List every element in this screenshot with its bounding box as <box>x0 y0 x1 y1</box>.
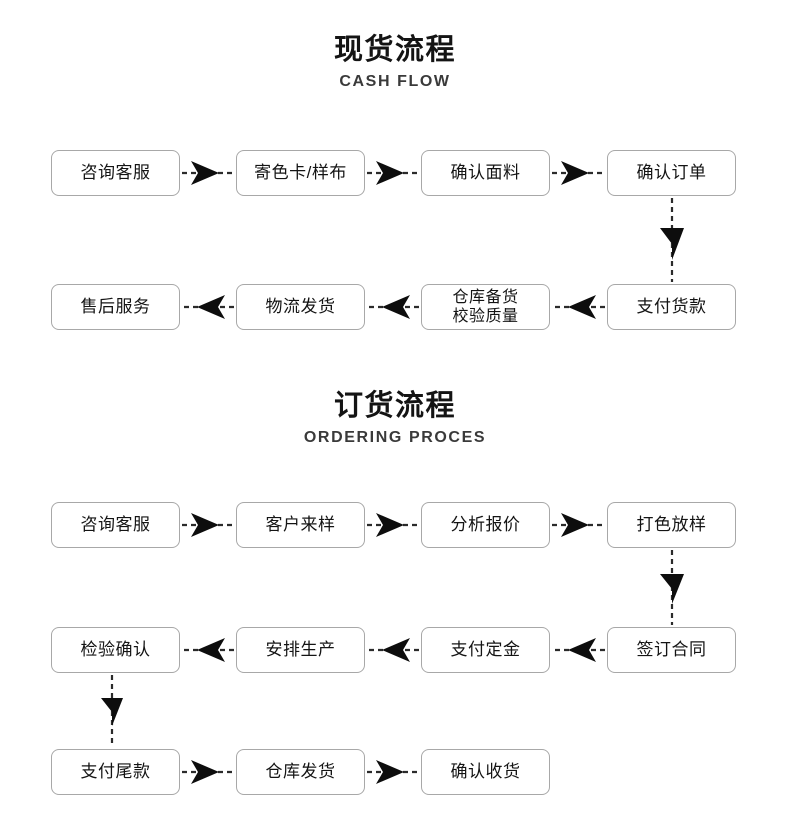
section-title-cash-flow: 现货流程 CASH FLOW <box>0 34 790 91</box>
arrow-right-s1r1-1 <box>182 161 234 185</box>
node-label: 安排生产 <box>265 640 336 659</box>
section1-title-cn: 现货流程 <box>333 34 456 66</box>
node-send-color-card[interactable]: 寄色卡/样布 <box>236 150 365 196</box>
node-label: 咨询客服 <box>80 515 151 534</box>
node-label: 确认订单 <box>636 163 707 182</box>
arrow-down-s2-color-sample-to-contract <box>660 550 684 625</box>
node-label: 确认面料 <box>450 163 521 182</box>
arrow-right-s2r1-1 <box>182 513 234 537</box>
node-label: 仓库发货 <box>265 762 336 781</box>
section-title-ordering-process: 订货流程 ORDERING PROCES <box>0 390 790 447</box>
node-logistics-shipment[interactable]: 物流发货 <box>236 284 365 330</box>
node-label: 仓库备货 校验质量 <box>452 289 519 325</box>
node-pay-goods[interactable]: 支付货款 <box>607 284 736 330</box>
node-warehouse-shipment[interactable]: 仓库发货 <box>236 749 365 795</box>
node-label: 签订合同 <box>636 640 707 659</box>
node-confirm-receipt[interactable]: 确认收货 <box>421 749 550 795</box>
node-label: 支付货款 <box>636 297 707 316</box>
node-label: 分析报价 <box>450 515 521 534</box>
node-customer-sample[interactable]: 客户来样 <box>236 502 365 548</box>
node-label: 客户来样 <box>265 515 336 534</box>
node-label: 确认收货 <box>450 762 521 781</box>
arrow-left-s2r2-2 <box>367 638 419 662</box>
arrow-right-s1r1-2 <box>367 161 419 185</box>
arrow-left-s2r2-1 <box>182 638 234 662</box>
node-warehouse-stock-quality[interactable]: 仓库备货 校验质量 <box>421 284 550 330</box>
node-label: 寄色卡/样布 <box>254 163 347 182</box>
arrow-left-s1r2-3 <box>552 295 605 319</box>
arrow-right-s2r3-2 <box>367 760 419 784</box>
node-pay-balance[interactable]: 支付尾款 <box>51 749 180 795</box>
arrow-down-s2-inspect-to-pay-balance <box>101 675 123 747</box>
node-consult-service-2[interactable]: 咨询客服 <box>51 502 180 548</box>
node-confirm-fabric[interactable]: 确认面料 <box>421 150 550 196</box>
node-pay-deposit[interactable]: 支付定金 <box>421 627 550 673</box>
arrow-right-s2r1-2 <box>367 513 419 537</box>
node-label: 支付尾款 <box>80 762 151 781</box>
section2-title-en: ORDERING PROCES <box>303 429 487 447</box>
node-confirm-order[interactable]: 确认订单 <box>607 150 736 196</box>
arrow-left-s2r2-3 <box>552 638 605 662</box>
node-analyze-quotation[interactable]: 分析报价 <box>421 502 550 548</box>
node-sign-contract[interactable]: 签订合同 <box>607 627 736 673</box>
node-consult-service-1[interactable]: 咨询客服 <box>51 150 180 196</box>
node-label: 物流发货 <box>265 297 336 316</box>
node-label: 售后服务 <box>80 297 151 316</box>
section1-title-en: CASH FLOW <box>339 73 451 91</box>
node-label: 打色放样 <box>636 515 707 534</box>
node-inspect-confirm[interactable]: 检验确认 <box>51 627 180 673</box>
node-color-sample[interactable]: 打色放样 <box>607 502 736 548</box>
arrow-right-s2r1-3 <box>552 513 605 537</box>
arrow-right-s1r1-3 <box>552 161 605 185</box>
node-label: 检验确认 <box>80 640 151 659</box>
section2-title-cn: 订货流程 <box>333 390 456 422</box>
node-label: 支付定金 <box>450 640 521 659</box>
arrow-right-s2r3-1 <box>182 760 234 784</box>
node-arrange-production[interactable]: 安排生产 <box>236 627 365 673</box>
arrow-down-s1-confirm-order-to-pay <box>660 198 684 282</box>
arrow-left-s1r2-2 <box>367 295 419 319</box>
arrow-left-s1r2-1 <box>182 295 234 319</box>
node-after-sales-service[interactable]: 售后服务 <box>51 284 180 330</box>
node-label: 咨询客服 <box>80 163 151 182</box>
